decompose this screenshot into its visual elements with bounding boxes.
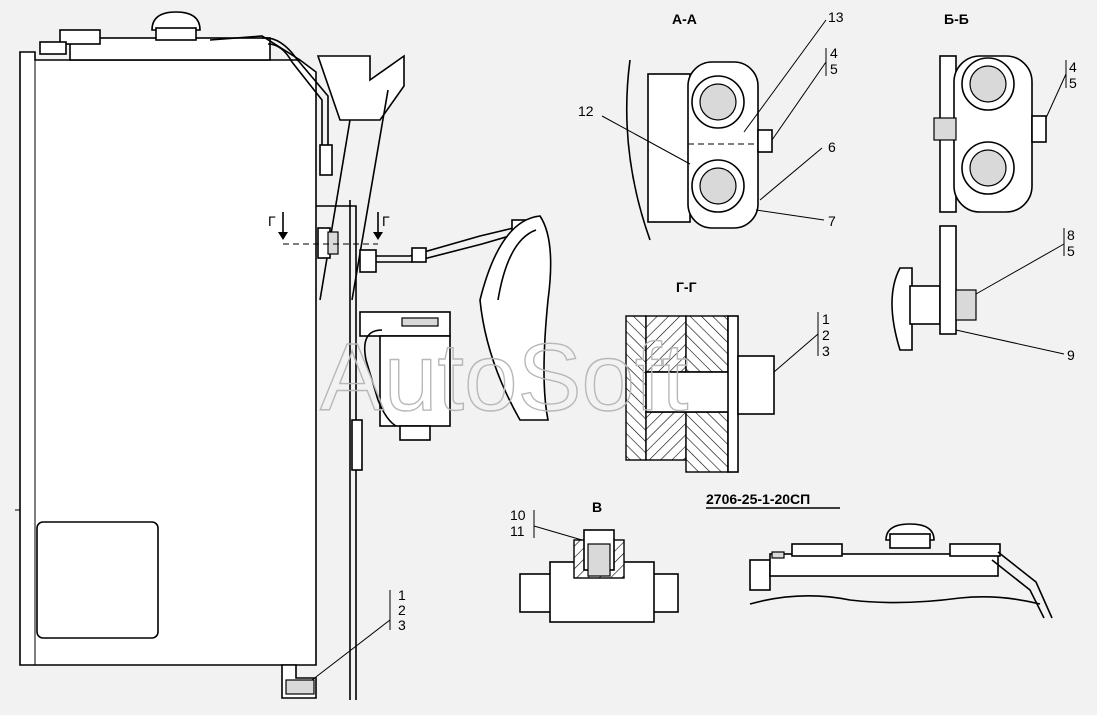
section-gg-title: Г-Г xyxy=(676,279,697,295)
watermark: AutoSoft xyxy=(320,324,688,431)
view-v: В 10 11 xyxy=(510,499,679,623)
callout-gg-2: 2 xyxy=(822,327,830,343)
fuel-pipe-top xyxy=(261,37,329,145)
callout-aa-4: 4 xyxy=(830,45,838,61)
callout-bb-5: 5 xyxy=(1069,75,1077,91)
main-view: 1 2 3 Г Г xyxy=(15,11,552,700)
section-aa-title: А-А xyxy=(672,11,697,27)
callout-gg-3: 3 xyxy=(822,343,830,359)
section-bb-title: Б-Б xyxy=(944,11,969,27)
filler-cap xyxy=(151,11,201,31)
section-mark-g-left: Г xyxy=(268,213,276,229)
callout-aa-7: 7 xyxy=(828,213,836,229)
callout-v-10: 10 xyxy=(510,507,526,523)
callout-bb-4: 4 xyxy=(1069,59,1077,75)
callout-aa-5: 5 xyxy=(830,61,838,77)
assembly-minimap: 2706-25-1-20СП xyxy=(706,491,1053,619)
tank-body xyxy=(19,51,317,666)
callout-bb-8: 8 xyxy=(1067,227,1075,243)
hose-guard xyxy=(479,215,552,421)
callout-bb-5b: 5 xyxy=(1067,243,1075,259)
section-gg: Г-Г 1 2 3 xyxy=(625,279,830,473)
section-mark-g-right: Г xyxy=(382,213,390,229)
fuel-pipe-right xyxy=(368,223,531,257)
view-v-title: В xyxy=(592,499,602,515)
callout-main-3: 3 xyxy=(398,617,406,633)
callout-gg-1: 1 xyxy=(822,311,830,327)
section-aa: А-А 13 4 5 12 6 7 xyxy=(578,9,844,241)
document-code: 2706-25-1-20СП xyxy=(706,491,810,507)
callout-aa-13: 13 xyxy=(828,9,844,25)
callout-aa-12: 12 xyxy=(578,103,594,119)
callout-bb-9: 9 xyxy=(1067,347,1075,363)
section-bb: Б-Б 4 5 8 5 9 xyxy=(891,11,1077,363)
tank-panel xyxy=(36,521,159,639)
callout-aa-6: 6 xyxy=(828,139,836,155)
callout-main-1: 1 xyxy=(398,587,406,603)
callout-main-2: 2 xyxy=(398,602,406,618)
callout-v-11: 11 xyxy=(510,523,525,539)
